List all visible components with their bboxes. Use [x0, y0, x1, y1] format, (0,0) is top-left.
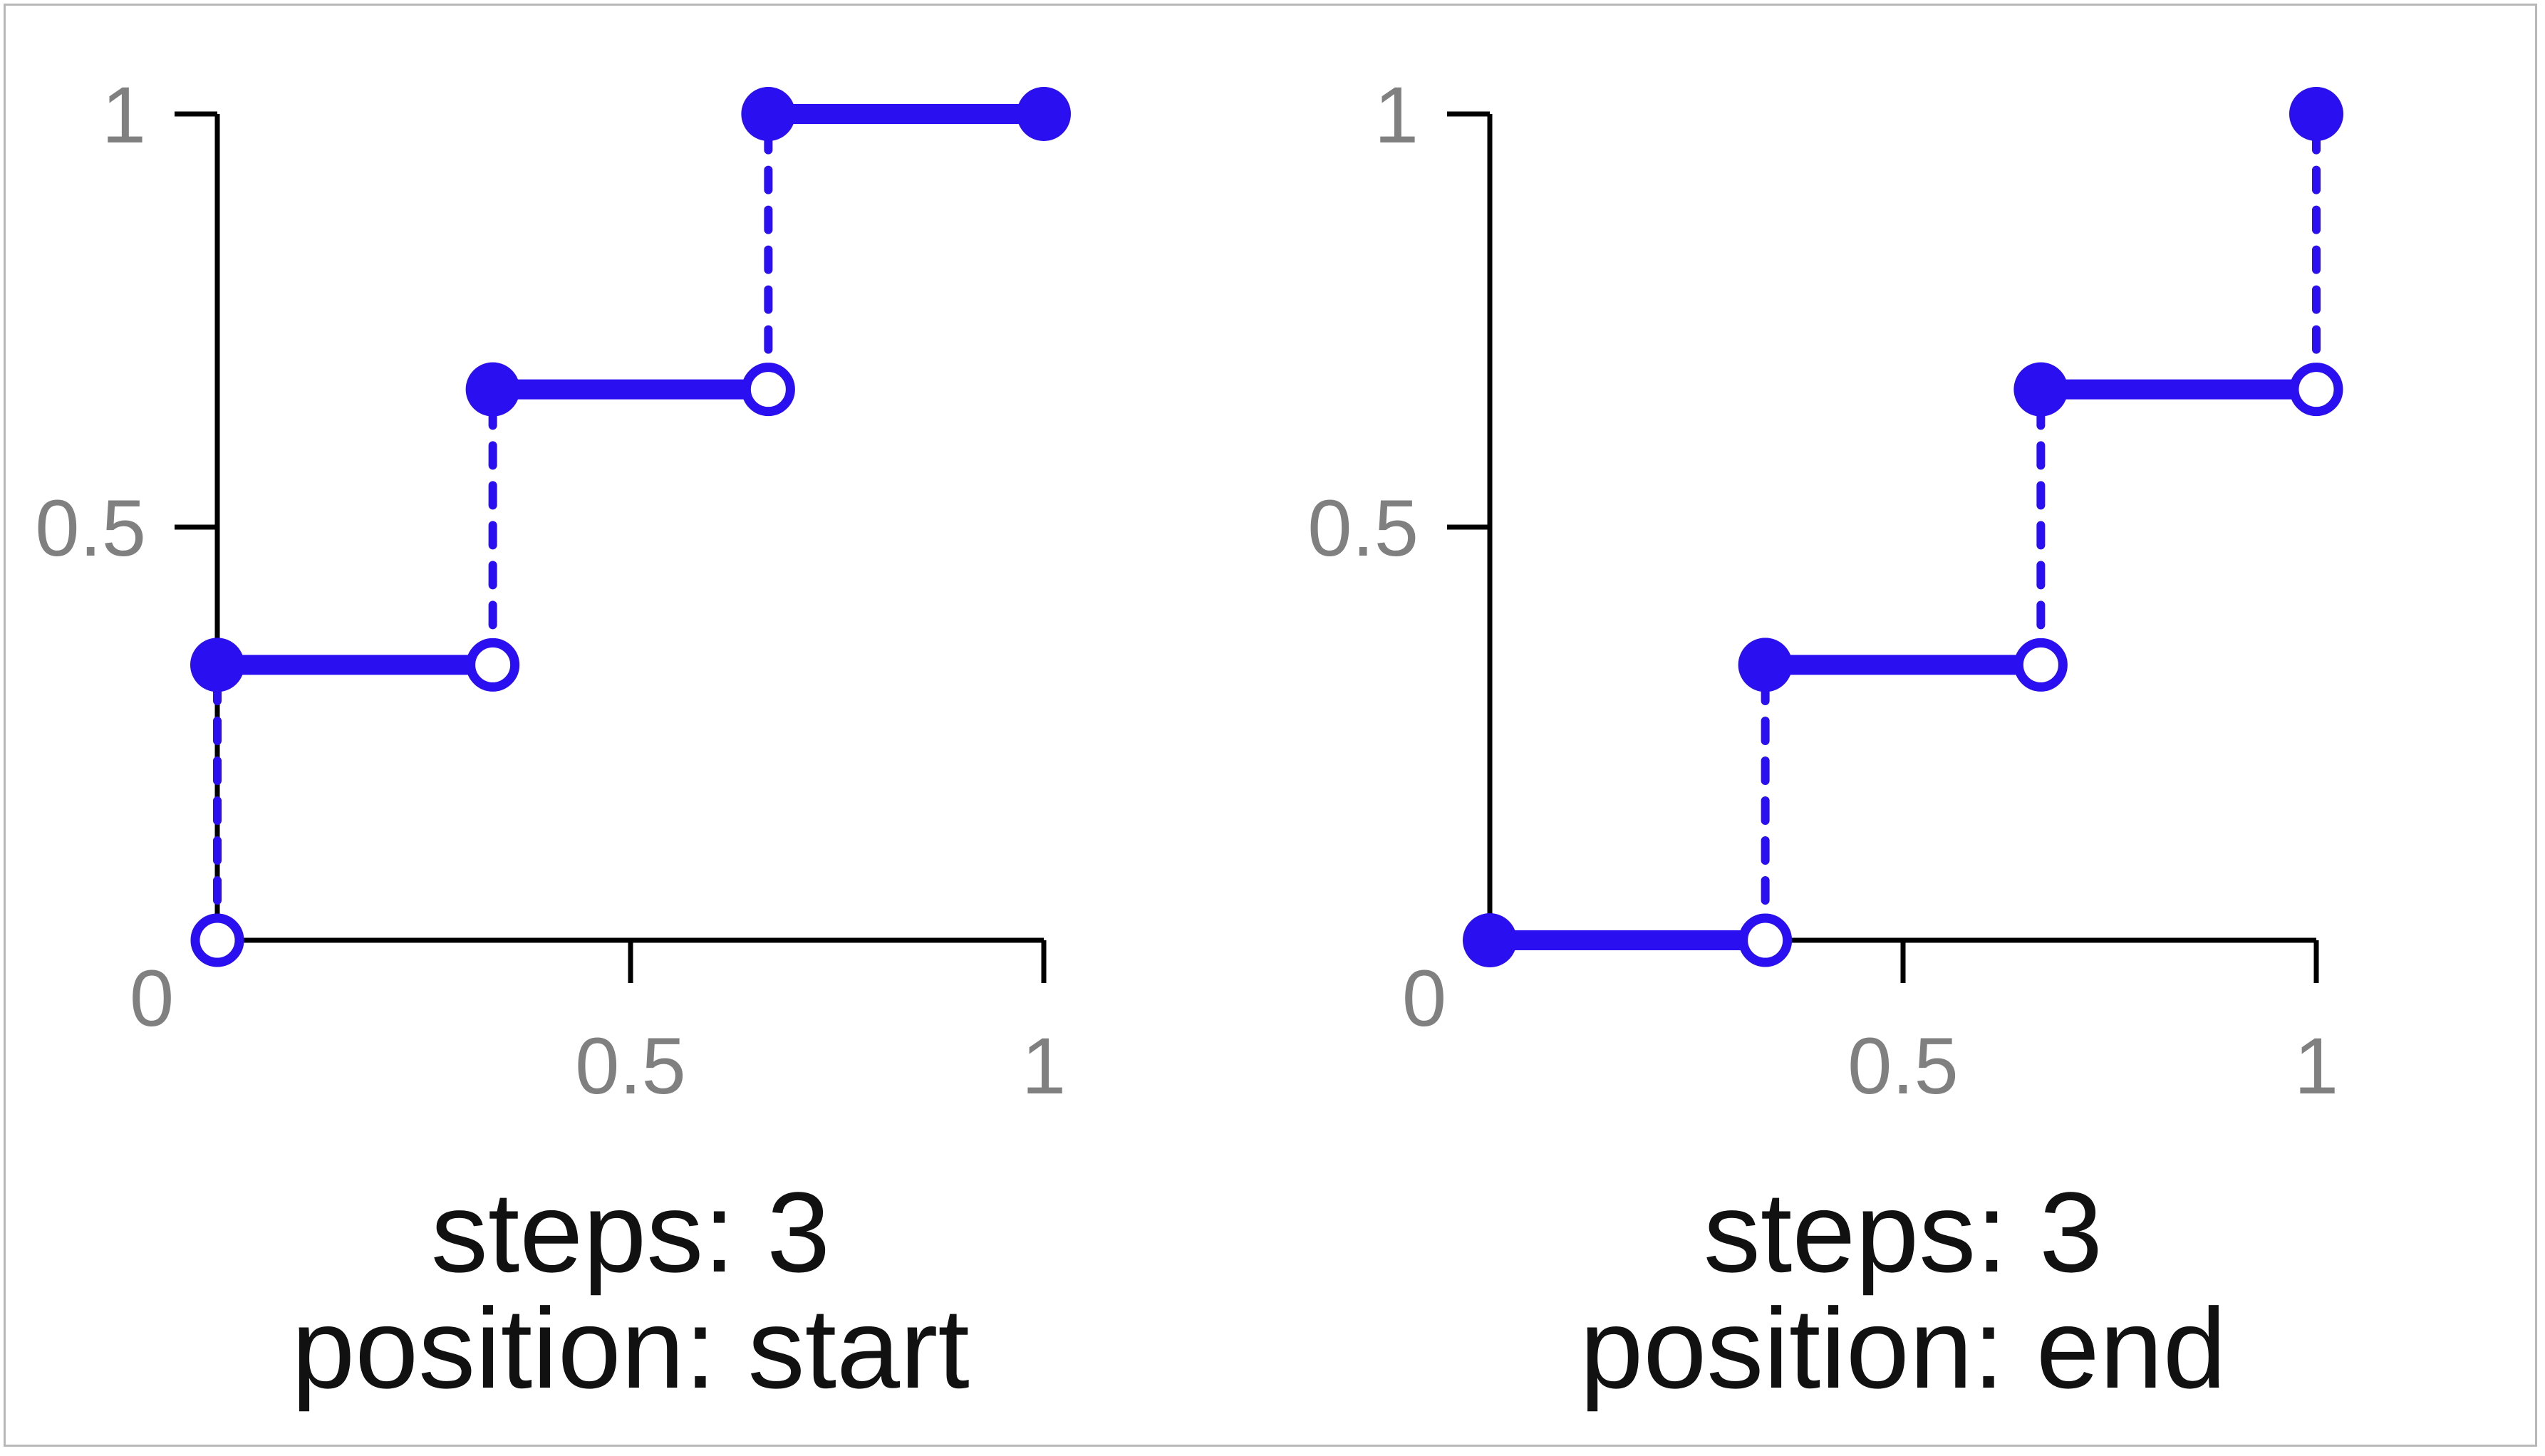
closed-endpoint-marker [741, 87, 796, 141]
y-tick-label: 0.5 [1307, 484, 1419, 573]
closed-endpoint-marker [1738, 638, 1793, 692]
y-tick-label: 0.5 [35, 484, 146, 573]
open-endpoint-marker [2289, 363, 2343, 417]
origin-label: 0 [1402, 954, 1446, 1043]
x-tick-label: 1 [2294, 1021, 2338, 1111]
closed-endpoint-marker [2013, 362, 2068, 417]
figure-border [4, 4, 2537, 1447]
chart-caption-line: steps: 3 [1704, 1168, 2103, 1296]
closed-endpoint-marker [190, 638, 244, 692]
chart-caption-line: position: start [291, 1284, 970, 1412]
closed-endpoint-marker [1017, 87, 1071, 141]
open-endpoint-marker [190, 913, 244, 967]
y-tick-label: 1 [1374, 71, 1419, 160]
closed-endpoint-marker [465, 362, 520, 417]
chart-caption-line: steps: 3 [431, 1168, 830, 1296]
open-endpoint-marker [466, 638, 520, 692]
open-endpoint-marker [1738, 913, 1793, 967]
chart-caption-line: position: end [1580, 1284, 2226, 1412]
x-tick-label: 0.5 [575, 1021, 686, 1111]
closed-endpoint-marker [2289, 87, 2343, 141]
x-tick-label: 1 [1022, 1021, 1066, 1111]
open-endpoint-marker [2013, 638, 2068, 692]
origin-label: 0 [130, 954, 174, 1043]
closed-endpoint-marker [1463, 913, 1517, 967]
x-tick-label: 0.5 [1847, 1021, 1959, 1111]
y-tick-label: 1 [102, 71, 146, 160]
open-endpoint-marker [741, 363, 795, 417]
